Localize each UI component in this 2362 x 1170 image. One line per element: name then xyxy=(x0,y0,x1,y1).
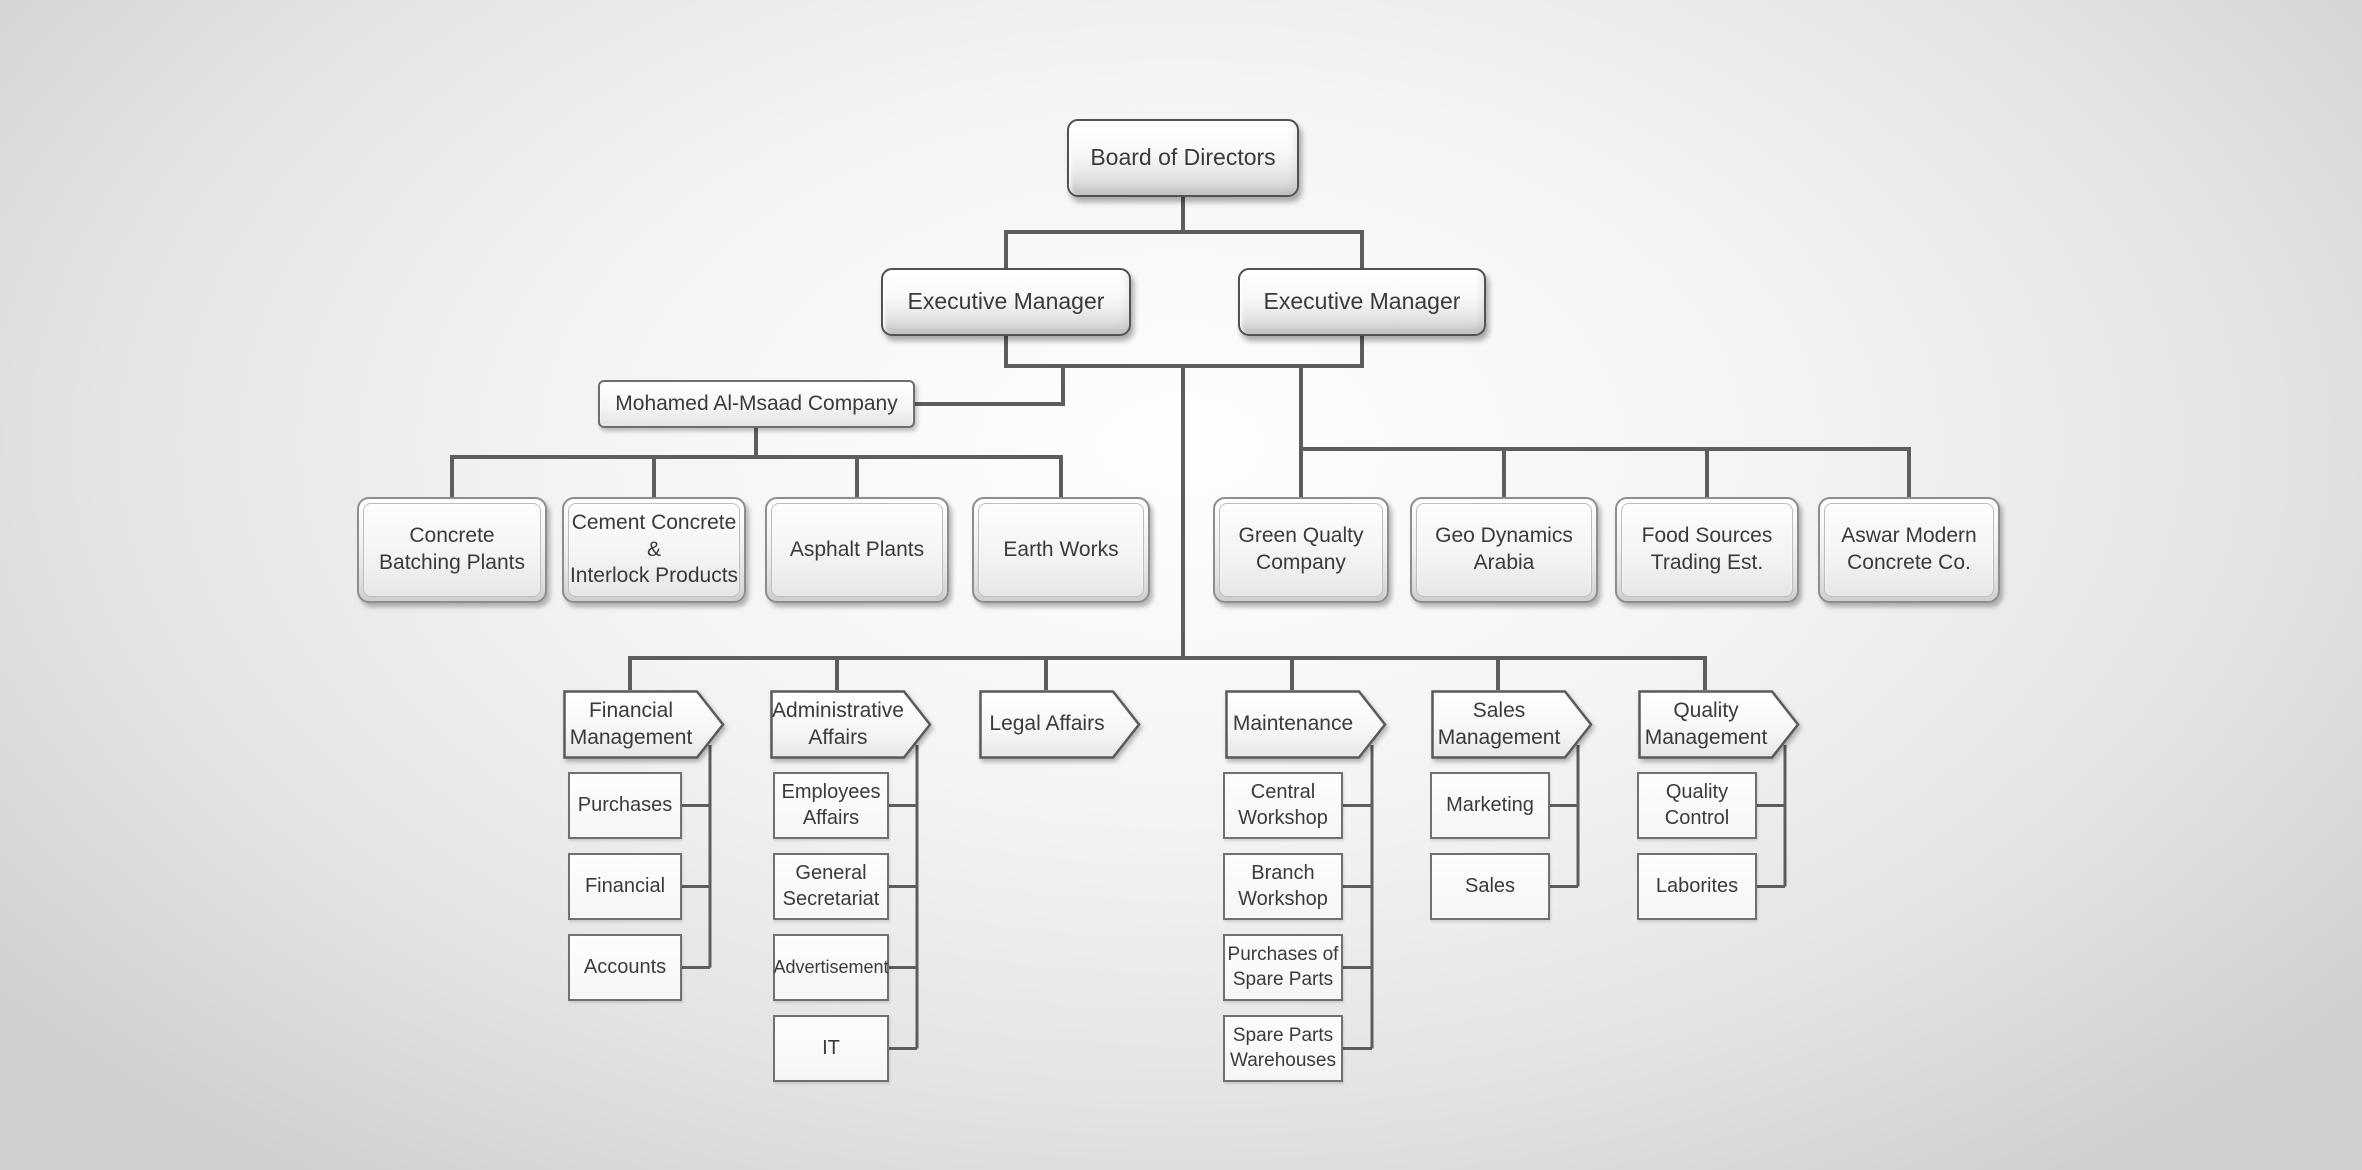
arrow-shape xyxy=(563,690,725,759)
node-aswar-modern-concrete: Aswar Modern Concrete Co. xyxy=(1818,497,2000,603)
dept-label: Financial Management xyxy=(569,698,693,749)
unit-employees-affairs: Employees Affairs xyxy=(773,772,889,839)
dept-label: Legal Affairs xyxy=(989,712,1105,736)
node-label: Concrete Batching Plants xyxy=(379,524,525,574)
arrow-shape xyxy=(979,690,1141,759)
unit-label: General Secretariat xyxy=(782,861,880,910)
unit-purchases-of-spare-parts: Purchases of Spare Parts xyxy=(1223,934,1343,1001)
node-label: Executive Manager xyxy=(1263,288,1461,315)
node-concrete-batching-plants: Concrete Batching Plants xyxy=(357,497,547,603)
node-executive-manager-left: Executive Manager xyxy=(881,268,1131,336)
unit-label: Quality Control xyxy=(1664,780,1730,829)
unit-label: Marketing xyxy=(1446,793,1534,816)
node-asphalt-plants: Asphalt Plants xyxy=(765,497,949,603)
node-cement-concrete-interlock: Cement Concrete & Interlock Products xyxy=(562,497,746,603)
node-label: Geo Dynamics Arabia xyxy=(1435,524,1573,574)
unit-advertisement: Advertisement xyxy=(773,934,889,1001)
node-label: Asphalt Plants xyxy=(789,537,925,561)
dept-financial-management: Financial Management xyxy=(563,690,725,759)
arrow-shape xyxy=(1225,690,1387,759)
unit-label: Employees Affairs xyxy=(781,780,881,829)
dept-label: Sales Management xyxy=(1437,698,1561,749)
node-green-qualty-company: Green Qualty Company xyxy=(1213,497,1389,603)
node-label: Cement Concrete & Interlock Products xyxy=(569,510,739,588)
dept-sales-management: Sales Management xyxy=(1431,690,1593,759)
unit-label: Advertisement xyxy=(773,956,889,977)
node-mohamed-al-msaad-company: Mohamed Al-Msaad Company xyxy=(598,380,915,428)
unit-label: Central Workshop xyxy=(1238,780,1328,829)
dept-label: Administrative Affairs xyxy=(772,698,904,749)
unit-label: Spare Parts Warehouses xyxy=(1230,1025,1336,1071)
unit-marketing: Marketing xyxy=(1430,772,1550,839)
unit-label: Laborites xyxy=(1655,874,1739,897)
unit-sales: Sales xyxy=(1430,853,1550,920)
arrow-shape xyxy=(1431,690,1593,759)
unit-accounts: Accounts xyxy=(568,934,682,1001)
unit-financial: Financial xyxy=(568,853,682,920)
node-executive-manager-right: Executive Manager xyxy=(1238,268,1486,336)
node-label: Board of Directors xyxy=(1090,144,1276,171)
arrow-shape xyxy=(770,690,932,759)
node-label: Green Qualty Company xyxy=(1238,524,1364,574)
unit-label: Accounts xyxy=(583,955,667,978)
unit-laborites: Laborites xyxy=(1637,853,1757,920)
node-board-of-directors: Board of Directors xyxy=(1067,119,1299,197)
unit-purchases: Purchases xyxy=(568,772,682,839)
unit-it: IT xyxy=(773,1015,889,1082)
unit-general-secretariat: General Secretariat xyxy=(773,853,889,920)
arrow-shape xyxy=(1638,690,1800,759)
unit-label: Financial xyxy=(584,874,666,897)
unit-spare-parts-warehouses: Spare Parts Warehouses xyxy=(1223,1015,1343,1082)
unit-label: Sales xyxy=(1464,874,1516,897)
dept-legal-affairs: Legal Affairs xyxy=(979,690,1141,759)
unit-label: Purchases xyxy=(577,793,673,816)
node-label: Food Sources Trading Est. xyxy=(1641,524,1773,574)
dept-quality-management: Quality Management xyxy=(1638,690,1800,759)
unit-label: Branch Workshop xyxy=(1238,861,1328,910)
node-label: Earth Works xyxy=(1003,537,1119,561)
unit-label: Purchases of Spare Parts xyxy=(1227,944,1339,990)
dept-label: Quality Management xyxy=(1644,698,1768,749)
node-geo-dynamics-arabia: Geo Dynamics Arabia xyxy=(1410,497,1598,603)
unit-label: IT xyxy=(822,1036,840,1059)
dept-administrative-affairs: Administrative Affairs xyxy=(770,690,932,759)
node-earth-works: Earth Works xyxy=(972,497,1150,603)
unit-branch-workshop: Branch Workshop xyxy=(1223,853,1343,920)
node-label: Executive Manager xyxy=(907,288,1105,315)
dept-maintenance: Maintenance xyxy=(1225,690,1387,759)
node-label: Mohamed Al-Msaad Company xyxy=(615,391,898,415)
node-label: Aswar Modern Concrete Co. xyxy=(1841,524,1977,574)
dept-label: Maintenance xyxy=(1232,712,1354,736)
unit-central-workshop: Central Workshop xyxy=(1223,772,1343,839)
unit-quality-control: Quality Control xyxy=(1637,772,1757,839)
node-food-sources-trading: Food Sources Trading Est. xyxy=(1615,497,1799,603)
